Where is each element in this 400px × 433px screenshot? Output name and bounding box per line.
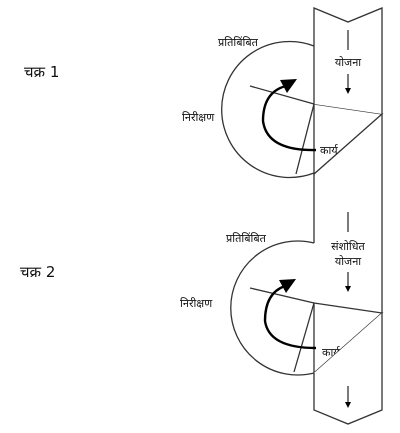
strip-final-arrow-head	[345, 402, 351, 408]
cycle-1-arrowhead	[280, 79, 297, 93]
cycle-1-name: चक्र 1	[24, 63, 59, 81]
cycle-2-circle	[230, 240, 315, 376]
strip-1-arrow-bottom-head	[345, 88, 351, 94]
cycle-1: चक्र 1 प्रतिबिंबित निरीक्षण कार्य	[24, 36, 384, 179]
cycle-1-divider-reflect-observe	[249, 85, 315, 105]
cycle-2-name: चक्र 2	[20, 263, 55, 281]
cycle-1-divider-observe-act	[295, 103, 315, 175]
cycle-1-action-wedge	[313, 103, 384, 176]
cycle-2: चक्र 2 प्रतिबिंबित निरीक्षण कार्य	[20, 232, 384, 376]
plan-strip-bottom-segment	[313, 313, 383, 425]
plan-strip: योजना संशोधित योजना	[313, 7, 383, 425]
cycle-2-circular-arrow	[263, 284, 317, 350]
cycle-2-observe-label: निरीक्षण	[180, 297, 213, 310]
cycle-2-arrowhead	[279, 279, 296, 293]
plan-strip-top-segment	[313, 7, 383, 114]
cycle-1-reflect-label: प्रतिबिंबित	[218, 36, 259, 49]
cycle-2-divider-observe-act	[293, 302, 315, 373]
cycle-1-act-label: कार्य	[320, 144, 339, 157]
strip-2-plan-label: योजना	[335, 255, 361, 268]
cycle-1-observe-label: निरीक्षण	[182, 111, 215, 124]
cycle-2-reflect-label: प्रतिबिंबित	[226, 232, 267, 245]
cycle-1-circular-arrow	[261, 84, 317, 152]
cycle-1-circle	[221, 40, 315, 179]
strip-2-arrow-bottom-head	[345, 286, 351, 292]
strip-1-plan-label: योजना	[335, 56, 361, 69]
cycle-2-divider-reflect-observe	[249, 287, 315, 304]
strip-2-revised-label: संशोधित	[331, 240, 365, 253]
